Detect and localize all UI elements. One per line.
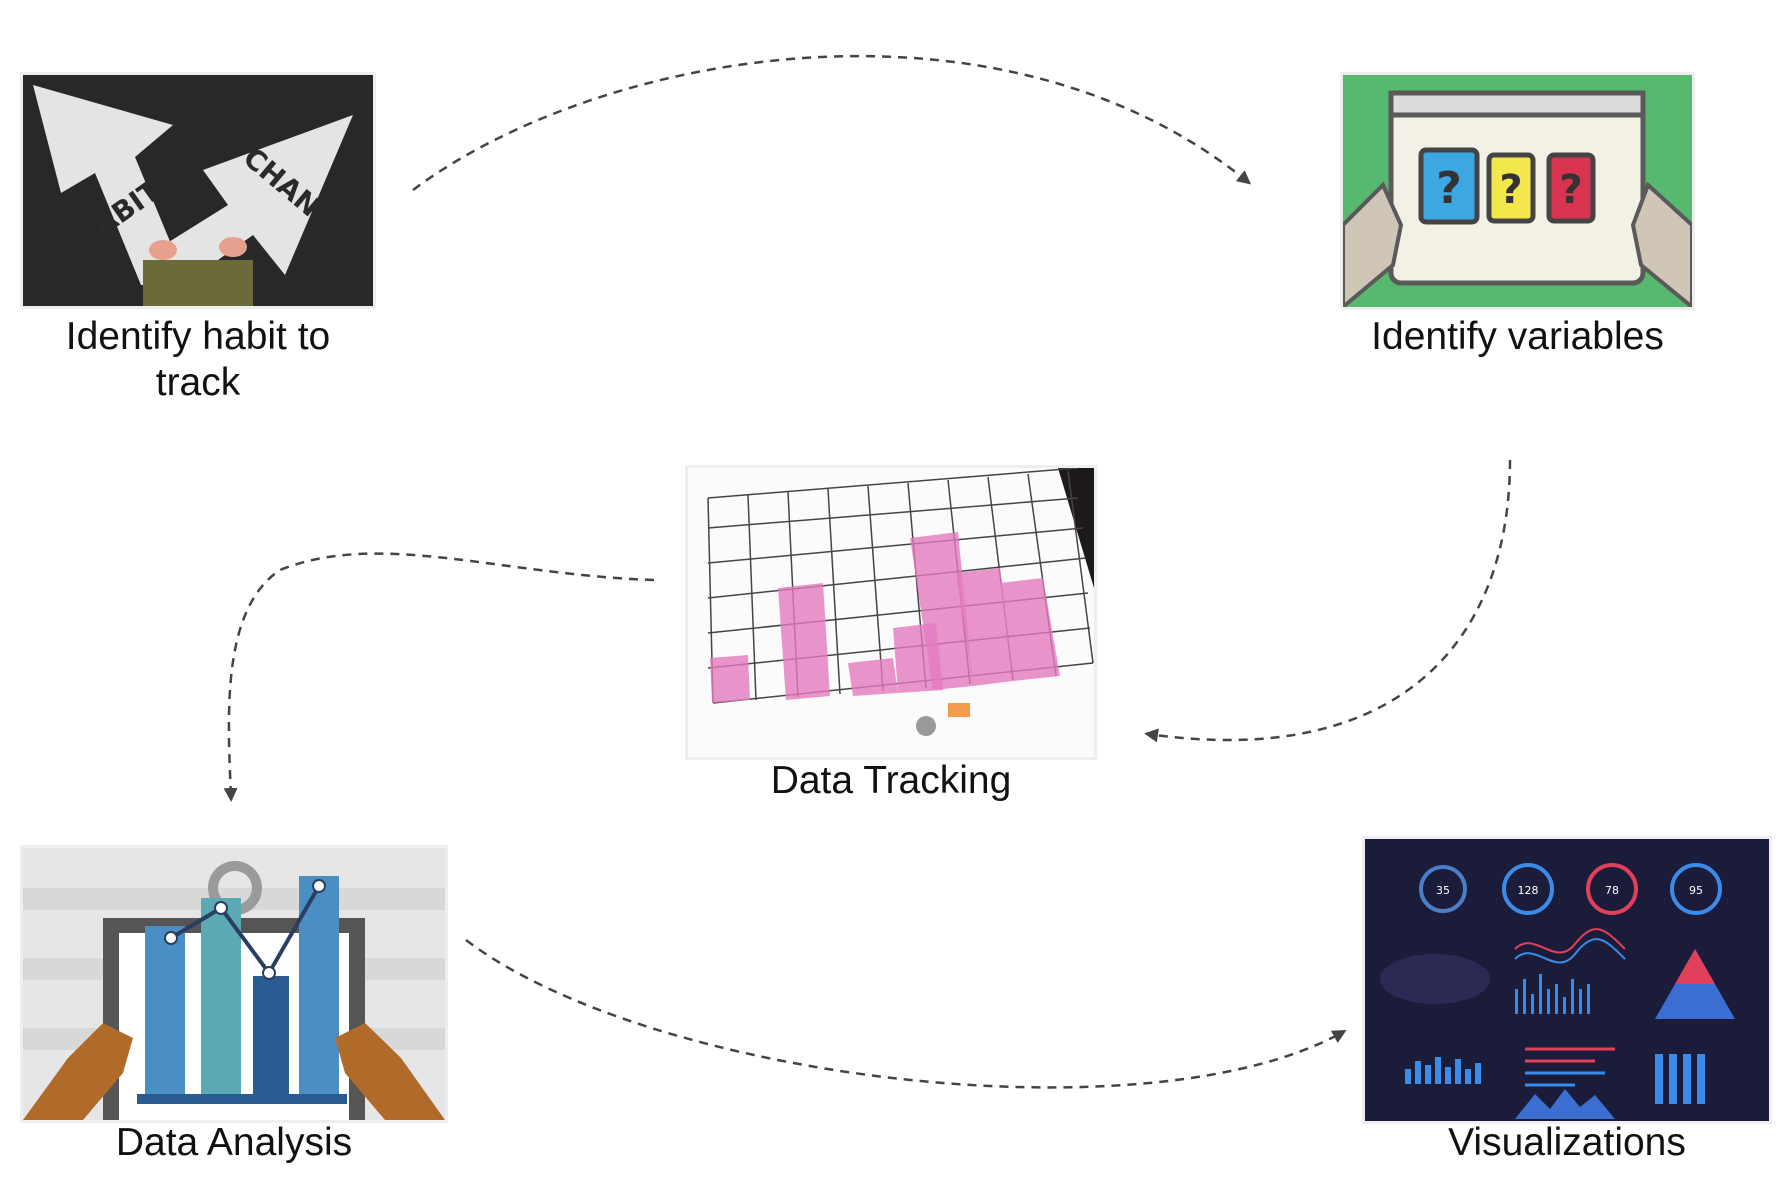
caption-identify-variables: Identify variables — [1340, 314, 1695, 360]
gauge-value-3: 78 — [1605, 884, 1619, 897]
caption-line-2: track — [155, 361, 241, 404]
caption-text: Data Tracking — [770, 759, 1012, 802]
arrow-analysis-to-visualizations — [465, 939, 1347, 1089]
tracking-chart-photo — [685, 465, 1097, 760]
caption-data-analysis: Data Analysis — [20, 1120, 448, 1166]
caption-text: Visualizations — [1448, 1121, 1686, 1164]
arrow-tracking-to-analysis — [223, 552, 655, 802]
arrow-variables-to-tracking — [1144, 459, 1512, 743]
gauge-value-1: 35 — [1436, 884, 1450, 897]
gauge-value-4: 95 — [1689, 884, 1703, 897]
habits-changes-photo: HABITS CHANGES — [20, 72, 376, 309]
caption-line-1: Identify habit to — [65, 315, 331, 358]
variables-illustration: ? ? ? — [1340, 72, 1695, 310]
caption-data-tracking: Data Tracking — [685, 758, 1097, 804]
caption-identify-habit: Identify habit to track — [20, 314, 376, 406]
caption-text: Identify variables — [1371, 315, 1664, 358]
caption-text: Data Analysis — [115, 1121, 353, 1164]
question-mark-3: ? — [1559, 167, 1582, 213]
arrow-habit-to-variables — [412, 54, 1252, 192]
caption-visualizations: Visualizations — [1362, 1120, 1772, 1166]
analysis-illustration — [20, 845, 448, 1123]
dashboard-illustration: 35 128 78 95 — [1362, 836, 1772, 1124]
question-mark-2: ? — [1499, 167, 1522, 213]
gauge-value-2: 128 — [1518, 884, 1539, 897]
question-mark-1: ? — [1436, 163, 1462, 214]
